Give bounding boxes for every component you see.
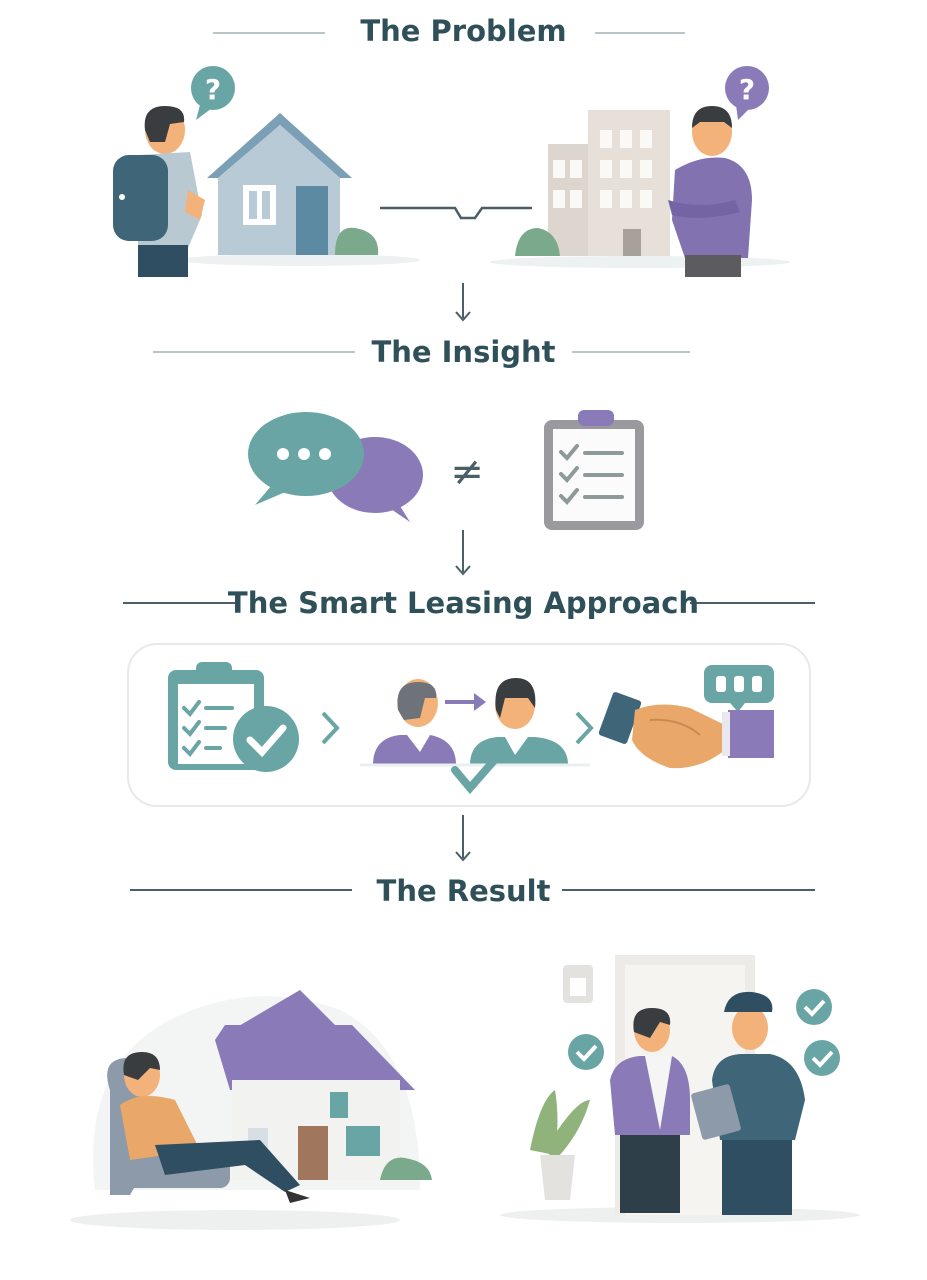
insight-illustration: ≠	[248, 410, 644, 576]
divider-line	[690, 602, 815, 604]
clipboard-checklist-icon	[544, 410, 644, 530]
question-mark-icon: ?	[205, 73, 221, 106]
problem-illustration: ?	[113, 66, 790, 322]
relaxed-tenant-at-home	[70, 990, 432, 1230]
broken-connection-line	[380, 206, 532, 220]
section-title-approach: The Smart Leasing Approach	[227, 586, 700, 620]
apartment-building-icon	[515, 110, 670, 256]
approved-checklist-icon	[168, 662, 299, 772]
landlord-person: ?	[668, 66, 769, 277]
question-mark-icon: ?	[739, 73, 755, 106]
divider-line	[572, 351, 690, 353]
check-circle-icon	[568, 1034, 604, 1070]
chevron-right-icon	[575, 711, 594, 745]
handshake-agreement-icon	[598, 665, 774, 769]
chevron-right-icon	[321, 711, 340, 745]
section-title-insight: The Insight	[371, 335, 556, 369]
divider-line	[130, 889, 352, 891]
divider-line	[123, 602, 240, 604]
divider-line	[213, 32, 325, 34]
down-arrow-icon	[455, 815, 471, 862]
check-circle-icon	[804, 1040, 840, 1076]
check-circle-icon	[796, 989, 832, 1025]
approach-illustration	[168, 662, 774, 862]
key-handover-scene	[500, 955, 860, 1223]
down-arrow-icon	[455, 283, 471, 322]
divider-line	[595, 32, 685, 34]
divider-line	[153, 351, 355, 353]
section-title-result: The Result	[376, 874, 551, 908]
tenant-landlord-match-icon	[360, 678, 590, 795]
divider-line	[562, 889, 815, 891]
section-title-problem: The Problem	[360, 14, 567, 48]
student-with-backpack: ?	[113, 66, 235, 277]
conversation-bubbles-icon	[248, 412, 423, 522]
not-equal-icon: ≠	[450, 449, 484, 495]
result-illustration	[70, 955, 860, 1230]
down-arrow-icon	[455, 530, 471, 576]
house-icon	[207, 113, 379, 255]
approach-steps-panel	[127, 643, 811, 807]
